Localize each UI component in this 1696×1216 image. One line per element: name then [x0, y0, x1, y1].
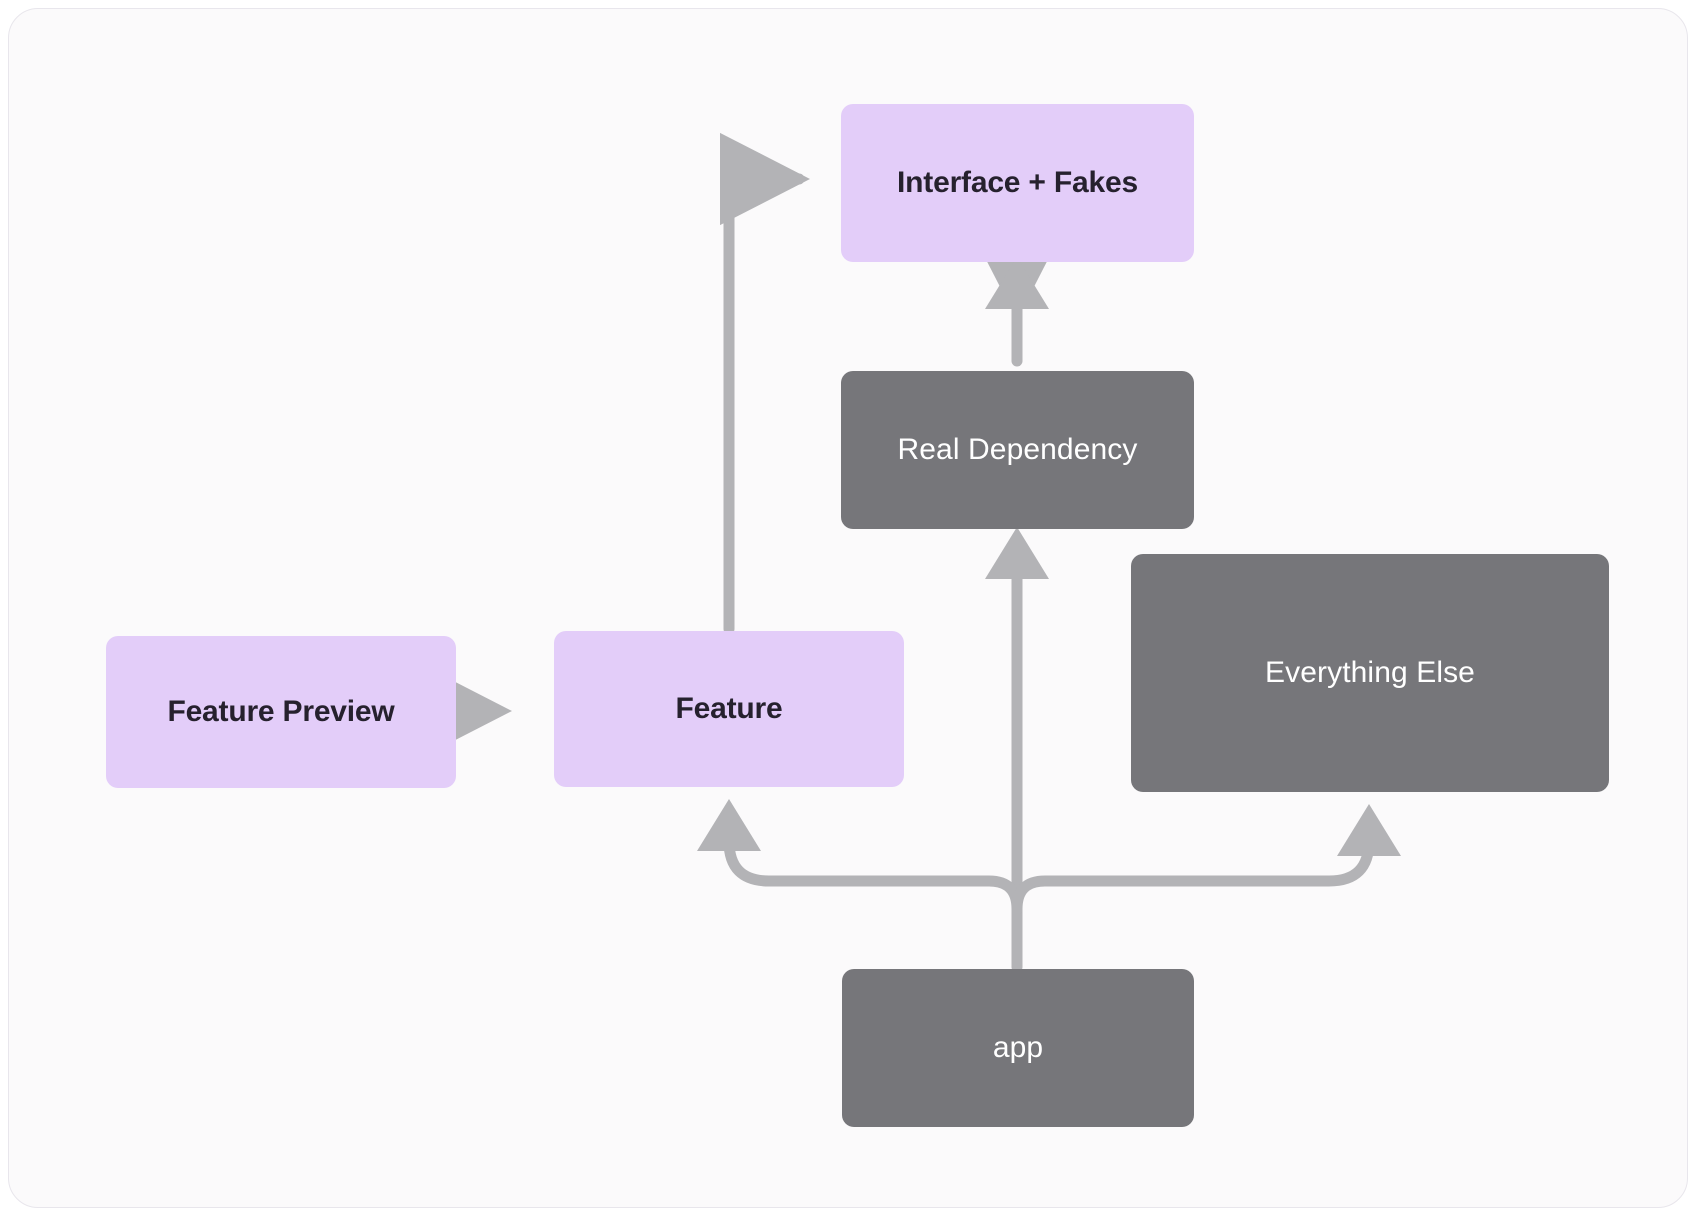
node-feature-preview[interactable]: Feature Preview: [106, 636, 456, 788]
node-label: Everything Else: [1265, 656, 1475, 689]
node-interface-fakes[interactable]: Interface + Fakes: [841, 104, 1194, 262]
node-label: Feature: [675, 692, 783, 725]
edge-feature-to-interface-fakes: [719, 132, 811, 635]
edge-app-to-feature: [697, 799, 1023, 915]
node-label: Feature Preview: [167, 695, 395, 728]
node-real-dependency[interactable]: Real Dependency: [841, 371, 1194, 529]
edge-app-to-everything-else: [1011, 804, 1401, 915]
node-label: Interface + Fakes: [897, 166, 1138, 199]
edge-real-dependency-to-interface-fakes: [970, 229, 1064, 367]
node-everything-else[interactable]: Everything Else: [1131, 554, 1609, 792]
node-label: Real Dependency: [897, 433, 1138, 466]
diagram-canvas: Interface + Fakes Real Dependency Everyt…: [8, 8, 1688, 1208]
node-feature[interactable]: Feature: [554, 631, 904, 787]
edge-layer: [421, 132, 1401, 973]
node-label: app: [992, 1031, 1044, 1064]
node-app[interactable]: app: [842, 969, 1194, 1127]
